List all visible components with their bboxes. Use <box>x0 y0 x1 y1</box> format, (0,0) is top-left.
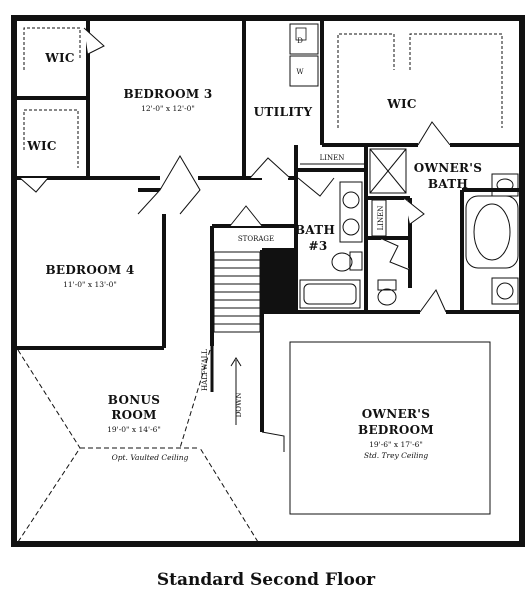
floor-plan: WIC WIC BEDROOM 3 12'-0" x 12'-0" UTILIT… <box>11 15 525 547</box>
washer-dryer <box>289 23 319 87</box>
owners-bedroom-label-line2: BEDROOM <box>358 423 434 437</box>
wic-left-label: WIC <box>26 139 57 153</box>
stair-treads <box>213 251 261 333</box>
bonus-note: Opt. Vaulted Ceiling <box>112 453 189 462</box>
interior-walls <box>14 18 522 432</box>
storage-label: STORAGE <box>238 235 274 243</box>
owners-bath-fixtures <box>369 148 519 306</box>
vaulted-ceiling-lines <box>17 349 259 543</box>
bedroom4-label: BEDROOM 4 <box>45 263 134 277</box>
stair-void <box>262 252 296 312</box>
tray-ceiling <box>289 341 491 515</box>
closet-shelves <box>23 27 503 168</box>
plan-caption: Standard Second Floor <box>156 570 376 590</box>
linen-side-label: LINEN <box>377 206 385 231</box>
doors <box>19 27 451 452</box>
owners-bedroom-dims: 19'-6" x 17'-6" <box>369 440 423 449</box>
owners-bath-label-line1: OWNER'S <box>414 161 482 175</box>
down-label: DOWN <box>235 393 243 418</box>
bonus-dims: 19'-0" x 14'-6" <box>107 425 161 434</box>
halfwall-label: HALFWALL <box>201 349 209 391</box>
bath3-fixtures <box>299 181 363 309</box>
bedroom3-dims: 12'-0" x 12'-0" <box>141 104 195 113</box>
wic-top-left-label: WIC <box>44 51 75 65</box>
owners-bedroom-note: Std. Trey Ceiling <box>364 451 429 460</box>
bonus-label-line2: ROOM <box>111 408 156 422</box>
washer-label: W <box>296 68 304 76</box>
dryer-label: D <box>297 37 303 45</box>
bedroom3-label: BEDROOM 3 <box>123 87 212 101</box>
exterior-walls <box>11 15 525 547</box>
linen-top-label: LINEN <box>320 154 345 162</box>
linen-shelves <box>300 163 387 237</box>
down-arrow <box>230 357 242 425</box>
bath3-label-line1: BATH <box>295 223 335 237</box>
bonus-label-line1: BONUS <box>108 393 160 407</box>
owners-bath-label-line2: BATH <box>428 177 468 191</box>
owners-bedroom-label-line1: OWNER'S <box>362 407 430 421</box>
bath3-label-line2: #3 <box>308 239 327 253</box>
wic-owner-label: WIC <box>386 97 417 111</box>
utility-label: UTILITY <box>254 105 313 119</box>
bedroom4-dims: 11'-0" x 13'-0" <box>63 280 117 289</box>
